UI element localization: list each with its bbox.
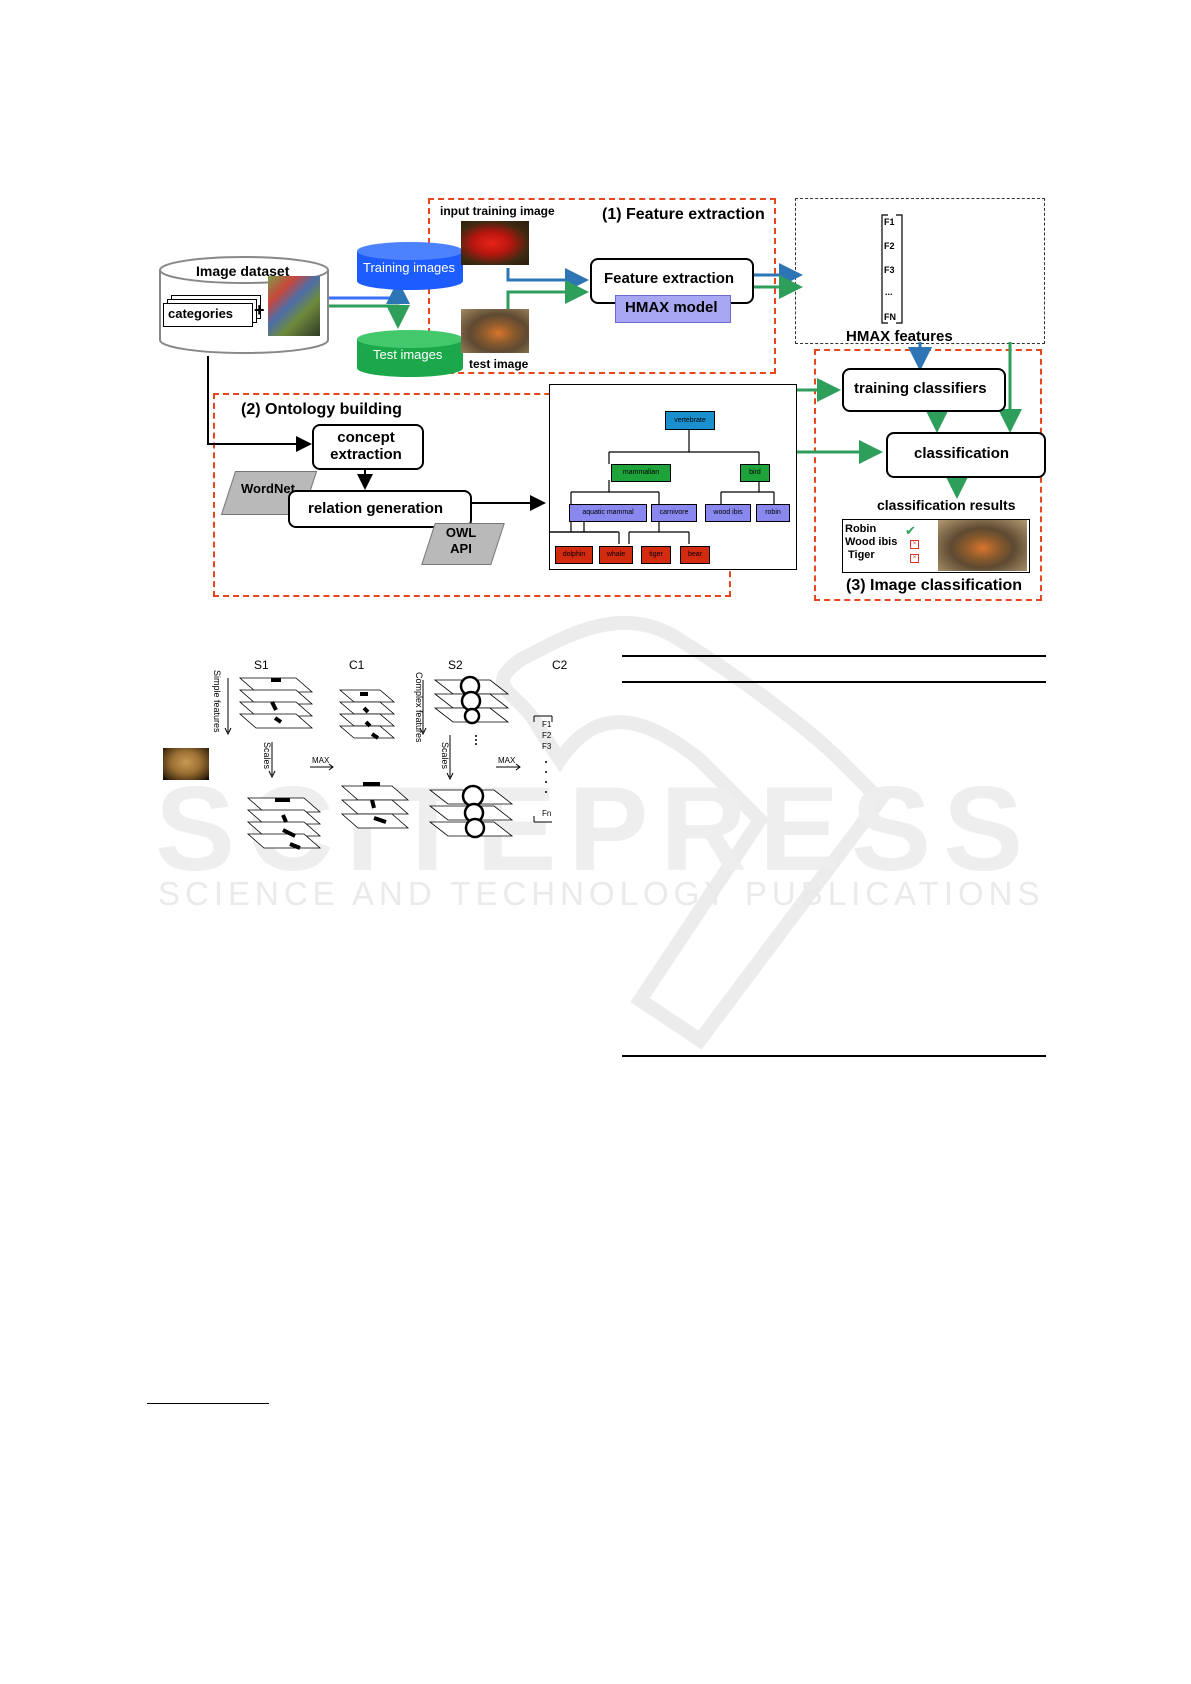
scales-label-s1: Scales: [262, 742, 272, 770]
training-classifiers-label: training classifiers: [854, 380, 987, 397]
concept-extraction-box: [312, 424, 424, 470]
node-tiger: tiger: [641, 546, 671, 564]
node-robin: robin: [756, 504, 790, 522]
brain-image: [163, 748, 209, 780]
classification-results-label: classification results: [877, 497, 1016, 513]
figure-hmax: S1 C1 S2 C2 Simple features Complex feat…: [0, 650, 600, 890]
c2-output-f1: F1: [542, 720, 552, 729]
pipeline-arrows: [207, 263, 1022, 511]
feature-vector-brackets: [881, 214, 903, 324]
node-carnivore: carnivore: [651, 504, 697, 522]
simple-features-label: Simple features: [212, 670, 222, 733]
c2-output-f3: F3: [542, 742, 552, 751]
feature-extraction-title: (1) Feature extraction: [602, 206, 765, 223]
node-whale: whale: [599, 546, 633, 564]
ontology-building-title: (2) Ontology building: [241, 401, 402, 418]
node-dolphin: dolphin: [555, 546, 593, 564]
table-bottom-rule: [622, 1055, 1046, 1057]
complex-features-label: Complex features: [414, 672, 424, 743]
feature-fn: FN: [884, 312, 896, 322]
hmax-model-box: [615, 295, 731, 323]
node-wood-ibis: wood ibis: [705, 504, 751, 522]
node-vertebrate: vertebrate: [665, 411, 715, 430]
relation-generation-box: [288, 490, 472, 528]
result-robin: Robin: [845, 523, 877, 535]
cross-icon-tiger: ×: [910, 554, 919, 563]
test-images-label: Test images: [373, 347, 443, 362]
hmax-c1-label: C1: [349, 658, 365, 672]
ontology-tree-edges: [549, 429, 775, 544]
classification-label: classification: [914, 445, 1010, 462]
figure-pipeline: Image dataset categories + Training imag…: [0, 0, 1191, 620]
plus-sign: +: [254, 300, 265, 320]
hmax-s1-label: S1: [254, 658, 269, 672]
concept-extraction-label: concept extraction: [330, 429, 402, 463]
wordnet-label: WordNet: [241, 481, 295, 496]
feature-f2: F2: [884, 241, 895, 251]
owl-api-label: OWL API: [445, 525, 477, 556]
feature-f3: F3: [884, 265, 895, 275]
ibis-photo: [461, 221, 529, 265]
footnote-rule: [147, 1403, 269, 1404]
node-aquatic-mammal: aquatic mammal: [569, 504, 647, 522]
training-classifiers-box: [842, 368, 1006, 412]
image-dataset-label: Image dataset: [196, 263, 290, 279]
training-images-label: Training images: [363, 260, 456, 275]
cross-icon-wood-ibis: ×: [910, 540, 919, 549]
hmax-c2-label: C2: [552, 658, 568, 672]
test-images-db: [357, 330, 463, 377]
feature-f1: F1: [884, 217, 895, 227]
training-images-db: [357, 242, 463, 290]
image-classification-title: (3) Image classification: [846, 577, 1023, 594]
dataset-thumbnail-collage: [268, 276, 320, 336]
robin-photo-test: [461, 309, 529, 353]
hmax-model-label: HMAX model: [625, 299, 718, 316]
categories-label: categories: [168, 306, 234, 321]
relation-generation-label: relation generation: [308, 500, 444, 517]
classification-box: [886, 432, 1046, 478]
scales-label-s2: Scales: [440, 742, 450, 770]
categories-stack: [163, 303, 253, 327]
result-wood-ibis: Wood ibis: [845, 536, 898, 548]
c2-output-f2: F2: [542, 731, 552, 740]
max-label-1: MAX: [312, 756, 330, 765]
result-tiger: Tiger: [848, 549, 875, 561]
table-top-rule: [622, 655, 1046, 657]
check-icon: ✔: [905, 523, 916, 538]
hmax-layers: [224, 675, 553, 850]
node-bear: bear: [680, 546, 710, 564]
feature-extraction-label: Feature extraction: [604, 270, 735, 287]
test-image-label: test image: [469, 357, 529, 371]
hmax-features-label: HMAX features: [846, 328, 953, 345]
max-label-2: MAX: [498, 756, 516, 765]
robin-photo-result: [938, 520, 1027, 571]
node-mammalian: mammalian: [611, 464, 671, 482]
table-header-rule: [622, 681, 1046, 683]
feature-ellipsis: ...: [885, 287, 893, 297]
hmax-s2-label: S2: [448, 658, 463, 672]
input-training-image-label: input training image: [440, 204, 555, 218]
c2-output-fn: Fn: [542, 809, 552, 818]
node-bird: bird: [740, 464, 770, 482]
